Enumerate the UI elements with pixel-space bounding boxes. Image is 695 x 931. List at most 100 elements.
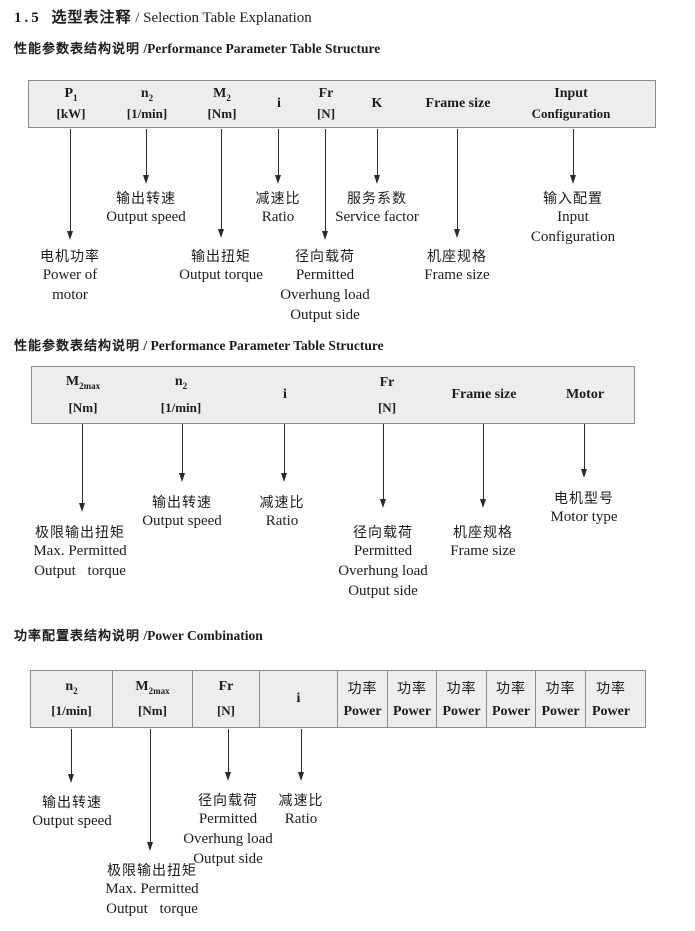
column-unit: Configuration xyxy=(531,106,611,121)
label-zh: 径向载荷 xyxy=(198,792,258,808)
column-header-m2max: M2max [Nm] xyxy=(113,671,193,727)
power-label-zh: 功率 xyxy=(347,679,378,696)
label-zh: 径向载荷 xyxy=(353,524,413,540)
column-header-fr: Fr [N] xyxy=(193,671,260,727)
power-label-zh: 功率 xyxy=(596,679,626,696)
section-number: 1.5 xyxy=(14,10,42,26)
arrow-down xyxy=(374,129,380,184)
label-ratio: 减速比 Ratio xyxy=(256,189,301,227)
label-ratio: 减速比 Ratio xyxy=(260,493,305,531)
arrow-down xyxy=(380,424,386,508)
label-output-torque: 输出扭矩 Output torque xyxy=(179,247,263,285)
label-en: Overhung load xyxy=(338,563,428,579)
page-title-zh: 选型表注释 xyxy=(51,9,132,26)
column-symbol: Frame size xyxy=(451,387,517,402)
section3-heading-zh: 功率配置表结构说明 xyxy=(14,628,141,643)
power-label-en: Power xyxy=(442,703,481,719)
label-en: Output torque xyxy=(106,901,198,917)
label-en: motor xyxy=(52,287,88,303)
label-zh: 极限输出扭矩 xyxy=(34,524,125,540)
label-zh: 输出转速 xyxy=(115,190,176,206)
arrow-down xyxy=(570,129,576,184)
label-en: Output torque xyxy=(179,267,263,283)
column-symbol: Fr xyxy=(318,86,334,101)
column-unit: [N] xyxy=(216,703,236,718)
label-en: Output torque xyxy=(34,563,126,579)
arrow-down xyxy=(298,729,304,781)
label-zh: 电机功率 xyxy=(40,248,100,264)
column-symbol: n2 xyxy=(140,85,154,103)
arrow-down xyxy=(179,424,185,482)
section1-heading: 性能参数表结构说明 /Performance Parameter Table S… xyxy=(14,38,380,58)
label-en: Output speed xyxy=(106,209,186,225)
column-symbol: K xyxy=(371,96,383,111)
page-title: 1.5 选型表注释 / Selection Table Explanation xyxy=(14,6,312,27)
column-header-k: K xyxy=(372,81,383,127)
label-motor-type: 电机型号 Motor type xyxy=(550,489,617,527)
arrow-down xyxy=(454,129,460,238)
label-zh: 减速比 xyxy=(255,190,301,206)
label-zh: 服务系数 xyxy=(346,190,407,206)
label-frame-size: 机座规格 Frame size xyxy=(450,523,515,561)
column-unit: [Nm] xyxy=(207,106,237,122)
column-symbol: M2 xyxy=(213,85,231,103)
label-zh: 机座规格 xyxy=(426,248,487,264)
column-symbol: i xyxy=(277,96,281,111)
label-en: Output side xyxy=(290,307,360,323)
column-symbol: M2max xyxy=(135,678,170,696)
power-label-zh: 功率 xyxy=(496,679,526,696)
column-header-n2: n2 [1/min] xyxy=(161,367,201,423)
column-header-m2max: M2max [Nm] xyxy=(66,367,100,423)
label-en: Max. Permitted xyxy=(33,543,127,559)
column-header-p1: P1 [kW] xyxy=(57,81,86,127)
section3-heading-en: /Power Combination xyxy=(140,628,263,643)
column-header-power-5: 功率 Power xyxy=(536,671,586,727)
arrow-down xyxy=(581,424,587,478)
label-en: Service factor xyxy=(335,209,419,225)
label-en: Output side xyxy=(348,583,418,599)
arrow-down xyxy=(218,129,224,238)
power-combination-table: n2 [1/min] M2max [Nm] Fr [N] i 功率 Power … xyxy=(30,670,646,728)
column-symbol: Frame size xyxy=(425,96,491,111)
label-en: Permitted xyxy=(353,543,413,559)
label-en: Overhung load xyxy=(183,831,273,847)
column-unit: [1/min] xyxy=(160,399,202,415)
column-header-frame-size: Frame size xyxy=(426,81,491,127)
arrow-down xyxy=(68,729,74,783)
performance-table-2: M2max [Nm] n2 [1/min] i Fr [N] Frame siz… xyxy=(31,366,635,424)
column-symbol: Fr xyxy=(218,679,234,694)
label-en: Ratio xyxy=(284,811,318,827)
power-label-zh: 功率 xyxy=(397,679,427,696)
section3-heading: 功率配置表结构说明 /Power Combination xyxy=(14,625,263,645)
arrow-down xyxy=(275,129,281,184)
column-header-power-4: 功率 Power xyxy=(487,671,536,727)
power-label-zh: 功率 xyxy=(545,679,576,696)
section2-heading-en: / Performance Parameter Table Structure xyxy=(140,338,384,353)
power-label-en: Power xyxy=(491,703,531,719)
column-header-power-6: 功率 Power xyxy=(586,671,636,727)
section2-heading: 性能参数表结构说明 / Performance Parameter Table … xyxy=(14,335,384,355)
column-header-motor: Motor xyxy=(566,367,604,423)
label-input-configuration: 输入配置 Input Configuration xyxy=(531,189,615,247)
performance-table-1: P1 [kW] n2 [1/min] M2 [Nm] i Fr [N] K Fr… xyxy=(28,80,656,128)
label-en: Output speed xyxy=(142,513,222,529)
label-service-factor: 服务系数 Service factor xyxy=(335,189,419,227)
arrow-down xyxy=(79,424,85,512)
arrow-down xyxy=(322,129,328,240)
label-en: Ratio xyxy=(265,513,299,529)
arrow-down xyxy=(480,424,486,508)
column-unit: [Nm] xyxy=(138,703,167,719)
column-header-input-configuration: Input Configuration xyxy=(532,81,611,127)
label-en: Power of xyxy=(42,267,98,283)
column-header-frame-size: Frame size xyxy=(452,367,517,423)
label-overhung-load: 径向载荷 Permitted Overhung load Output side xyxy=(338,523,428,601)
power-label-en: Power xyxy=(392,703,432,719)
label-output-speed: 输出转速 Output speed xyxy=(32,793,112,831)
power-label-en: Power xyxy=(343,703,382,719)
label-frame-size: 机座规格 Frame size xyxy=(424,247,489,285)
label-en: Ratio xyxy=(261,209,295,225)
column-header-power-2: 功率 Power xyxy=(388,671,437,727)
label-ratio: 减速比 Ratio xyxy=(279,791,324,829)
column-header-m2: M2 [Nm] xyxy=(208,81,237,127)
